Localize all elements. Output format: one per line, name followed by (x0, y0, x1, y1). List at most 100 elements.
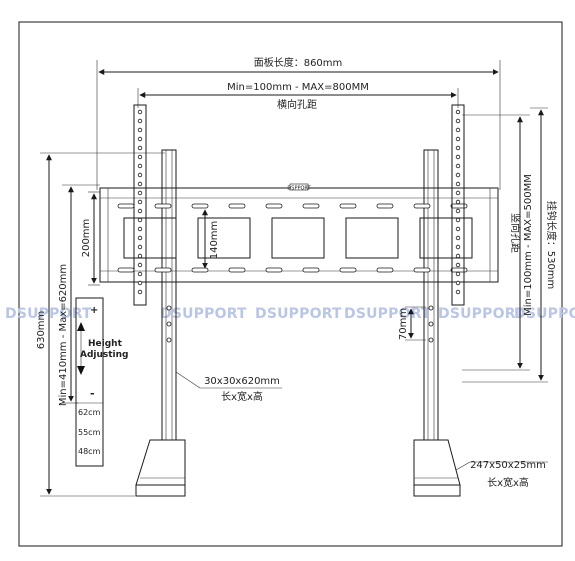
mounting-hole (455, 109, 461, 115)
inner-height-dimension: 140mm (202, 209, 220, 269)
bracket-slot (117, 267, 135, 273)
mounting-hole (455, 163, 461, 169)
mounting-hole (137, 172, 143, 178)
left-base (135, 439, 186, 497)
mounting-hole (137, 226, 143, 232)
inner-height-label: 140mm (209, 221, 220, 260)
bracket-height-dimension: 200mm (81, 191, 100, 286)
total-height-label: 630mm (36, 311, 47, 350)
bracket-slot (191, 267, 209, 273)
mounting-hole (455, 253, 461, 259)
mounting-hole (455, 262, 461, 268)
mounting-hole (455, 145, 461, 151)
bracket-slot (339, 267, 357, 273)
bracket-height-label: 200mm (81, 219, 92, 258)
mounting-hole (137, 235, 143, 241)
diagram-border (18, 21, 563, 547)
mounting-hole (137, 136, 143, 142)
mounting-hole (137, 262, 143, 268)
height-level-55: 55cm (78, 428, 101, 437)
bracket-slot (413, 267, 431, 273)
right-base (413, 439, 461, 497)
height-level-48: 48cm (78, 447, 101, 456)
mounting-hole (455, 208, 461, 214)
right-hanging-arm (451, 104, 465, 306)
post-size-label: 30x30x620mm (204, 376, 280, 387)
right-post (423, 149, 439, 441)
mounting-hole (137, 289, 143, 295)
brand-tag-label: DSPPORT (287, 186, 311, 192)
base-size-callout: 247x50x25mm 长x宽x高 (455, 460, 548, 489)
mounting-hole (455, 217, 461, 223)
height-title-line1: Height (88, 339, 123, 349)
mounting-hole (137, 190, 143, 196)
mounting-hole (455, 127, 461, 133)
left-hanging-arm (133, 104, 147, 306)
bracket-slot (339, 203, 357, 209)
height-level-62: 62cm (78, 408, 101, 417)
height-range-label: Min=410mm - Max=620mm (58, 264, 69, 406)
mounting-hole (455, 172, 461, 178)
mounting-hole (137, 199, 143, 205)
height-title-line2: Adjusting (80, 350, 129, 360)
mounting-hole (455, 244, 461, 250)
watermark-text: DSUPPORT (255, 306, 342, 322)
mounting-hole (455, 118, 461, 124)
bracket-slot (191, 203, 209, 209)
bracket-slot (228, 203, 246, 209)
bracket-slot (154, 267, 172, 273)
bracket-slot (228, 267, 246, 273)
height-plus-symbol: + (90, 305, 98, 316)
mounting-hole (455, 235, 461, 241)
mounting-hole (137, 208, 143, 214)
horizontal-bracket: DSPPORT (99, 183, 499, 283)
mounting-hole (137, 244, 143, 250)
watermark-text: DSUPPORT (438, 306, 525, 322)
bracket-slot (265, 267, 283, 273)
bracket-slot (154, 203, 172, 209)
horizontal-range-label: Min=100mm - MAX=800MM (227, 82, 369, 93)
mounting-hole (137, 163, 143, 169)
brand-tag (289, 183, 309, 191)
mounting-hole (137, 181, 143, 187)
height-minus-symbol: - (90, 387, 95, 400)
mounting-hole (137, 280, 143, 286)
bracket-slot (376, 267, 394, 273)
hook-length-dimension: 挂钩长度：530mm (462, 107, 558, 383)
arrow-down-icon (77, 366, 85, 375)
bracket-slot (450, 267, 468, 273)
step-label: 70mm (398, 308, 409, 340)
vertical-range-dimension: Min=100mm - MAX=500MM 竖向孔距 (462, 114, 534, 371)
bracket-slot (265, 203, 283, 209)
mounting-hole (137, 145, 143, 151)
watermark-text: DSUPPORT (160, 306, 247, 322)
mounting-hole (455, 190, 461, 196)
left-post (161, 149, 177, 441)
post-adjustment-holes (166, 305, 434, 343)
bracket-slot (302, 267, 320, 273)
mounting-hole (137, 217, 143, 223)
step-dimension: 70mm (398, 306, 426, 341)
mounting-hole (455, 271, 461, 277)
height-adjusting-panel: + - Height Adjusting 62cm 55cm 48cm (75, 297, 129, 467)
mounting-hole (455, 154, 461, 160)
horizontal-pitch-label: 横向孔距 (277, 98, 317, 111)
base-size-label: 247x50x25mm (470, 460, 546, 471)
hook-length-label: 挂钩长度：530mm (545, 201, 558, 290)
mounting-hole (137, 127, 143, 133)
bracket-slot (413, 203, 431, 209)
mounting-hole (455, 280, 461, 286)
arrow-up-icon (77, 322, 85, 331)
mounting-hole (137, 154, 143, 160)
mounting-hole (137, 253, 143, 259)
post-size-callout: 30x30x620mm 长x宽x高 (175, 371, 282, 403)
panel-length-label: 面板长度：860mm (254, 56, 343, 69)
mounting-hole (455, 289, 461, 295)
mounting-hole (455, 181, 461, 187)
base-size-note: 长x宽x高 (487, 476, 529, 489)
total-height-dimension: 630mm (36, 152, 165, 497)
bracket-slot (117, 203, 135, 209)
bracket-slot (376, 203, 394, 209)
height-range-dimension: Min=410mm - Max=620mm (58, 184, 100, 406)
